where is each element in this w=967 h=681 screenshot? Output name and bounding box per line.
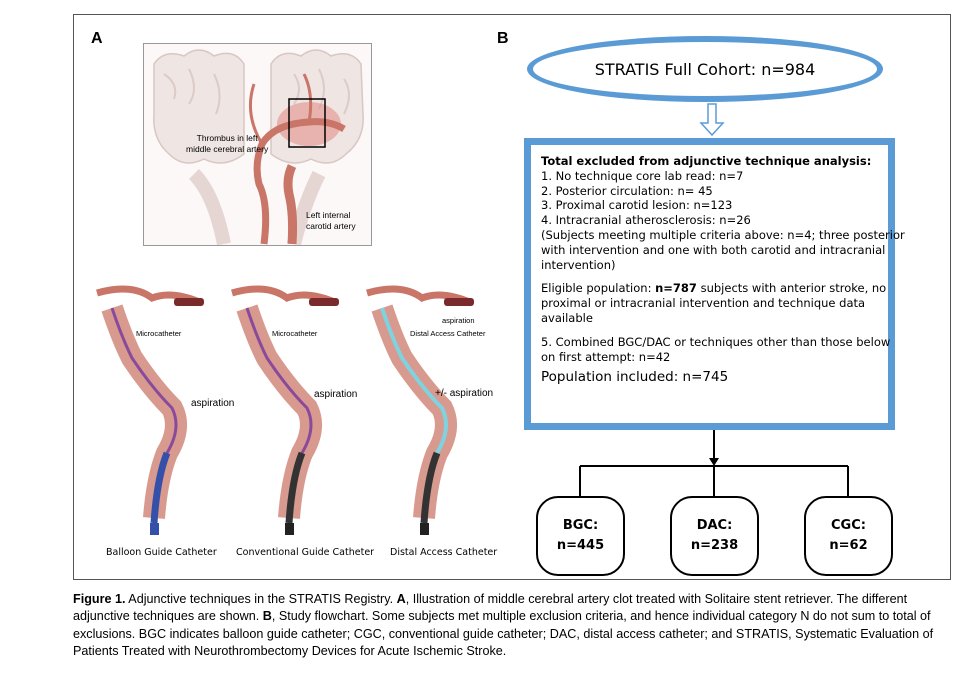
caption-figure-label: Figure 1. [73, 592, 126, 606]
aspiration-arrow-label: aspiration [442, 316, 475, 325]
cohort-oval: STRATIS Full Cohort: n=984 [527, 36, 883, 102]
distal-access-label: Distal Access Catheter [390, 547, 498, 558]
microcatheter-label-2: Microcatheter [272, 329, 318, 338]
aspiration-label-1: aspiration [191, 398, 235, 409]
group-cgc-name: CGC: [831, 518, 866, 533]
distal-access-drawing [366, 285, 474, 535]
group-bgc: BGC: n=445 [536, 496, 625, 576]
group-dac: DAC: n=238 [670, 496, 759, 576]
excluded-note-3: intervention) [541, 257, 616, 272]
population-included: Population included: n=745 [541, 369, 729, 386]
excluded-item-3: 3. Proximal carotid lesion: n=123 [541, 198, 733, 213]
brain-illustration [143, 43, 372, 246]
panel-b-letter: B [497, 30, 509, 47]
excluded-item-1: 1. No technique core lab read: n=7 [541, 168, 744, 183]
balloon-guide-label: Balloon Guide Catheter [106, 547, 217, 558]
microcatheter-label-1: Microcatheter [136, 329, 182, 338]
eligible-line-3: available [541, 310, 593, 325]
excluded-heading: Total excluded from adjunctive technique… [541, 154, 872, 168]
cohort-text: STRATIS Full Cohort: n=984 [594, 59, 816, 79]
figure-frame [73, 14, 951, 580]
aspiration-label-3: +/- aspiration [435, 388, 494, 399]
eligible-count: n=787 [655, 281, 697, 296]
eligible-line: Eligible population: n=787 subjects with… [541, 281, 887, 296]
conventional-guide-illustration [227, 278, 355, 540]
distal-access-note: Distal Access Catheter [410, 329, 486, 338]
combined-line-2: on first attempt: n=42 [541, 349, 671, 364]
brain-drawing [153, 49, 364, 245]
group-dac-name: DAC: [696, 518, 733, 533]
eligible-line-2: proximal or intracranial intervention an… [541, 296, 866, 311]
figure-caption: Figure 1. Adjunctive techniques in the S… [73, 592, 934, 659]
combined-line-1: 5. Combined BGC/DAC or techniques other … [541, 334, 891, 349]
conventional-guide-drawing [231, 285, 339, 535]
hollow-down-arrow [699, 103, 725, 137]
exclusion-box: Total excluded from adjunctive technique… [524, 138, 905, 430]
balloon-guide-illustration [92, 278, 220, 540]
aspiration-label-2: aspiration [314, 389, 358, 400]
excluded-note-2: with intervention and one with both caro… [541, 242, 886, 257]
conventional-guide-label: Conventional Guide Catheter [236, 547, 375, 558]
balloon-guide-drawing [96, 285, 204, 535]
group-bgc-name: BGC: [562, 518, 599, 533]
group-dac-n: n=238 [690, 538, 739, 553]
stem-arrowhead [709, 458, 719, 466]
excluded-item-2: 2. Posterior circulation: n= 45 [541, 183, 713, 198]
group-cgc: CGC: n=62 [804, 496, 893, 576]
panel-a-letter: A [91, 30, 103, 47]
distal-access-illustration [362, 278, 490, 540]
group-bgc-n: n=445 [556, 538, 605, 553]
excluded-note-1: (Subjects meeting multiple criteria abov… [541, 227, 905, 242]
group-cgc-n: n=62 [829, 538, 868, 553]
excluded-item-4: 4. Intracranial atherosclerosis: n=26 [541, 213, 751, 228]
